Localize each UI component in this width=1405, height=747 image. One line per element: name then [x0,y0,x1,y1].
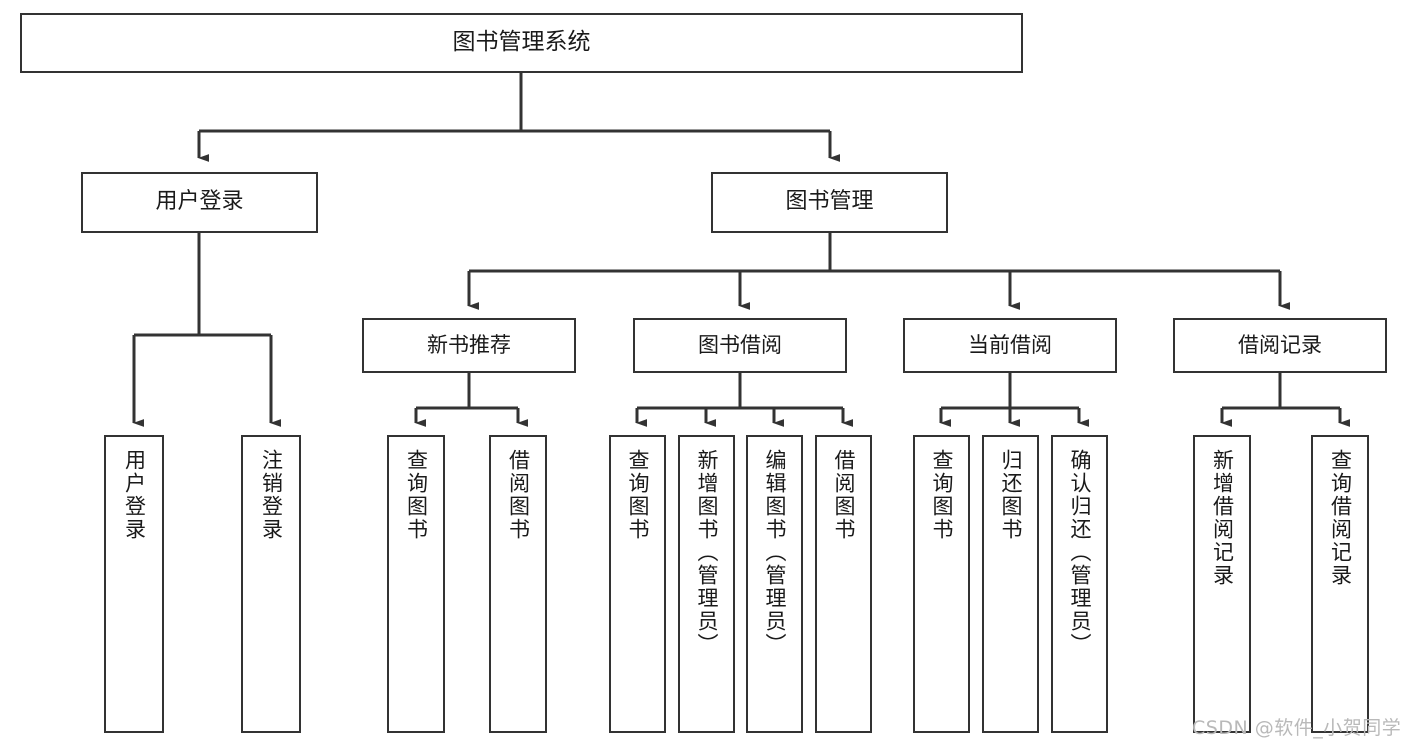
node-book-borrow[interactable]: 图书借阅 [633,318,847,373]
node-leaf-query-book-3[interactable]: 查询图书 [913,435,970,733]
node-leaf-query-record[interactable]: 查询借阅记录 [1311,435,1369,733]
node-book-borrow-label: 图书借阅 [698,332,782,357]
node-leaf-query-book-1-label: 查询图书 [404,449,429,541]
node-new-book-rec[interactable]: 新书推荐 [362,318,576,373]
node-current-borrow[interactable]: 当前借阅 [903,318,1117,373]
node-leaf-borrow-book-2[interactable]: 借阅图书 [815,435,872,733]
node-current-borrow-label: 当前借阅 [968,332,1052,357]
node-leaf-user-login-label: 用户登录 [122,449,147,541]
node-leaf-query-record-label: 查询借阅记录 [1328,449,1353,587]
node-book-manage-label: 图书管理 [785,189,874,215]
node-leaf-borrow-book-1-label: 借阅图书 [506,449,531,541]
node-leaf-borrow-book-1[interactable]: 借阅图书 [489,435,547,733]
node-leaf-edit-book[interactable]: 编辑图书（管理员） [746,435,803,733]
node-leaf-query-book-1[interactable]: 查询图书 [387,435,445,733]
node-root-label: 图书管理系统 [452,29,591,56]
node-leaf-edit-book-label: 编辑图书（管理员） [763,449,787,656]
node-leaf-add-record-label: 新增借阅记录 [1210,449,1235,587]
node-leaf-user-login[interactable]: 用户登录 [104,435,164,733]
node-borrow-record[interactable]: 借阅记录 [1173,318,1387,373]
node-leaf-return-book[interactable]: 归还图书 [982,435,1039,733]
node-book-manage[interactable]: 图书管理 [711,172,948,233]
node-leaf-add-record[interactable]: 新增借阅记录 [1193,435,1251,733]
node-leaf-query-book-2-label: 查询图书 [626,449,650,541]
csdn-watermark: CSDN @软件_小贺同学 [1192,717,1402,739]
node-user-login[interactable]: 用户登录 [81,172,318,233]
node-root[interactable]: 图书管理系统 [20,13,1023,73]
node-leaf-add-book-label: 新增图书（管理员） [695,449,719,656]
node-borrow-record-label: 借阅记录 [1238,332,1322,357]
node-leaf-logout[interactable]: 注销登录 [241,435,301,733]
node-user-login-label: 用户登录 [155,189,244,215]
node-leaf-return-book-label: 归还图书 [999,449,1023,541]
node-leaf-logout-label: 注销登录 [259,449,284,541]
node-leaf-query-book-2[interactable]: 查询图书 [609,435,666,733]
node-leaf-confirm-return[interactable]: 确认归还（管理员） [1051,435,1108,733]
node-leaf-query-book-3-label: 查询图书 [930,449,954,541]
node-leaf-borrow-book-2-label: 借阅图书 [832,449,856,541]
node-leaf-add-book[interactable]: 新增图书（管理员） [678,435,735,733]
node-new-book-rec-label: 新书推荐 [427,332,511,357]
node-leaf-confirm-return-label: 确认归还（管理员） [1068,449,1092,656]
